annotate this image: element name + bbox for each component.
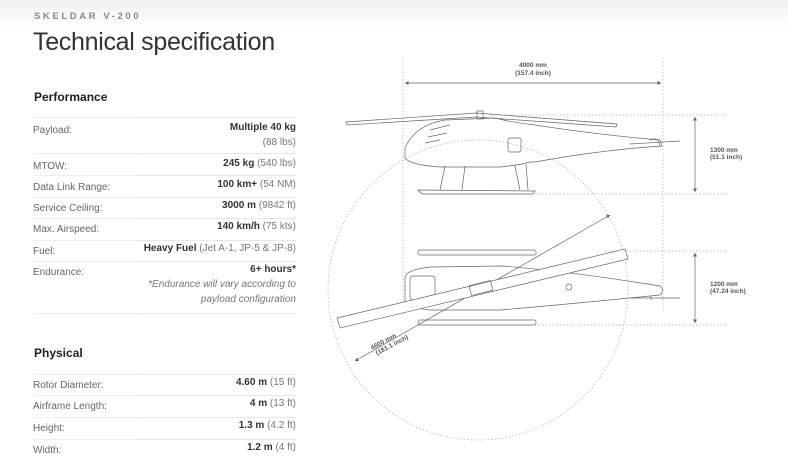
spec-label: Max. Airspeed:	[33, 224, 100, 235]
spec-label: Endurance:	[33, 267, 85, 278]
divider	[33, 313, 296, 314]
spec-label: Payload:	[33, 125, 72, 136]
product-name: SKELDAR V-200	[34, 11, 142, 22]
spec-value: 6+ hours**Endurance will vary according …	[148, 264, 296, 305]
spec-value: 1.2 m (4 ft)	[247, 442, 296, 453]
spec-row-rotor-diameter: Rotor Diameter: 4.60 m (15 ft)	[33, 374, 296, 395]
spec-value: 4.60 m (15 ft)	[235, 377, 296, 388]
spec-label: Height:	[33, 423, 65, 434]
spec-row-width: Width: 1.2 m (4 ft)	[33, 439, 296, 460]
spec-row-mtow: MTOW: 245 kg (540 lbs)	[33, 153, 296, 175]
spec-label: Airframe Length:	[33, 401, 107, 412]
spec-label: Data Link Range:	[33, 182, 111, 193]
length-inch: (157.4 inch)	[515, 70, 551, 77]
performance-heading: Performance	[34, 90, 108, 104]
page-title: Technical specification	[33, 28, 275, 56]
height-mm: 1300 mm	[710, 147, 738, 154]
spec-value: 140 km/h (75 kts)	[217, 221, 296, 232]
spec-row-data-link-range: Data Link Range: 100 km+ (54 NM)	[33, 175, 296, 197]
spec-label: Fuel:	[33, 246, 56, 257]
height-inch: (51.1 inch)	[710, 154, 742, 161]
spec-row-height: Height: 1.3 m (4.2 ft)	[33, 417, 296, 439]
spec-row-payload: Payload: Multiple 40 kg(88 lbs)	[33, 117, 296, 153]
spec-row-endurance: Endurance: 6+ hours**Endurance will vary…	[33, 261, 296, 313]
spec-row-max-airspeed: Max. Airspeed: 140 km/h (75 kts)	[33, 218, 296, 240]
spec-label: Rotor Diameter:	[33, 380, 104, 391]
width-mm: 1200 mm	[710, 281, 738, 288]
guide-lines	[327, 58, 728, 441]
width-inch: (47.24 inch)	[710, 288, 746, 295]
spec-value: Multiple 40 kg(88 lbs)	[229, 122, 296, 148]
spec-row-fuel: Fuel: Heavy Fuel (Jet A-1, JP-5 & JP-8)	[33, 240, 296, 261]
header-background	[0, 0, 788, 30]
physical-heading: Physical	[34, 346, 83, 360]
spec-label: Service Ceiling:	[33, 203, 103, 214]
helicopter-top-view	[336, 248, 680, 329]
length-mm: 4000 mm	[519, 62, 547, 69]
spec-value: 100 km+ (54 NM)	[217, 179, 296, 190]
spec-row-service-ceiling: Service Ceiling: 3000 m (9842 ft)	[33, 197, 296, 218]
spec-value: 3000 m (9842 ft)	[222, 200, 296, 211]
helicopter-side-view	[345, 110, 681, 195]
spec-value: 245 kg (540 lbs)	[223, 158, 296, 169]
spec-row-airframe-length: Airframe Length: 4 m (13 ft)	[33, 395, 296, 417]
spec-value: Heavy Fuel (Jet A-1, JP-5 & JP-8)	[143, 243, 296, 254]
spec-value: 4 m (13 ft)	[249, 398, 296, 409]
spec-label: MTOW:	[33, 161, 68, 172]
endurance-note: *Endurance will vary according to	[148, 279, 296, 290]
spec-value: 1.3 m (4.2 ft)	[238, 420, 296, 431]
spec-label: Width:	[33, 445, 62, 456]
